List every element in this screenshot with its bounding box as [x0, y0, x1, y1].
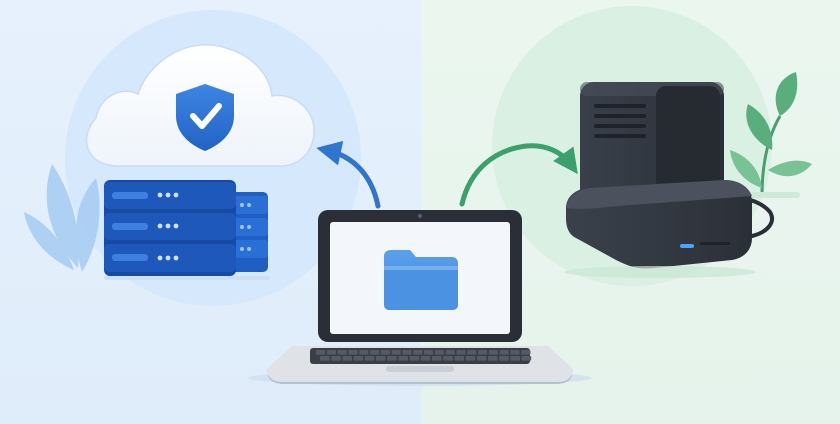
leaf-decoration-left: [24, 164, 100, 272]
keyboard-key: [376, 356, 386, 361]
keyboard-key: [380, 350, 390, 355]
keyboard-key: [499, 350, 509, 355]
keyboard-key: [488, 356, 498, 361]
keyboard-key: [499, 356, 509, 361]
keyboard-key: [456, 350, 466, 355]
keyboard-key: [413, 350, 423, 355]
keyboard-key: [420, 356, 431, 361]
keyboard-key: [443, 356, 453, 361]
keyboard-key: [478, 350, 488, 355]
keyboard-key: [424, 350, 434, 355]
keyboard-key: [445, 350, 455, 355]
keyboard-key: [409, 356, 420, 361]
keyboard-key: [467, 350, 477, 355]
keyboard-key: [488, 350, 498, 355]
keyboard-key: [326, 350, 336, 355]
keyboard-key: [337, 350, 347, 355]
keyboard-key: [398, 356, 408, 361]
keyboard-key: [521, 356, 532, 361]
keyboard-key: [320, 356, 330, 361]
arrow-to-local-device-icon: [459, 143, 578, 207]
keyboard-key: [391, 350, 401, 355]
keyboard-key: [370, 350, 380, 355]
shield-check-icon: [176, 84, 234, 151]
keyboard-key: [465, 356, 476, 361]
keyboard-key: [364, 356, 375, 361]
keyboard-key: [510, 350, 520, 355]
keyboard-key: [359, 350, 369, 355]
server-rack-icon: [104, 180, 270, 280]
keyboard-key: [316, 350, 326, 355]
keyboard-key: [521, 350, 531, 355]
keyboard-key: [387, 356, 397, 361]
keyboard-key: [331, 356, 341, 361]
plant-icon: [730, 72, 812, 198]
keyboard-key: [342, 356, 352, 361]
keyboard-key: [353, 356, 364, 361]
keyboard-key: [402, 350, 412, 355]
laptop-keyboard: [316, 350, 532, 361]
nas-device-icon: [564, 82, 774, 278]
keyboard-key: [348, 350, 358, 355]
keyboard-key: [476, 356, 487, 361]
keyboard-key: [510, 356, 520, 361]
arrow-to-cloud-icon: [316, 140, 381, 209]
keyboard-key: [432, 356, 442, 361]
folder-icon: [384, 250, 458, 310]
keyboard-key: [454, 356, 464, 361]
keyboard-key: [434, 350, 444, 355]
